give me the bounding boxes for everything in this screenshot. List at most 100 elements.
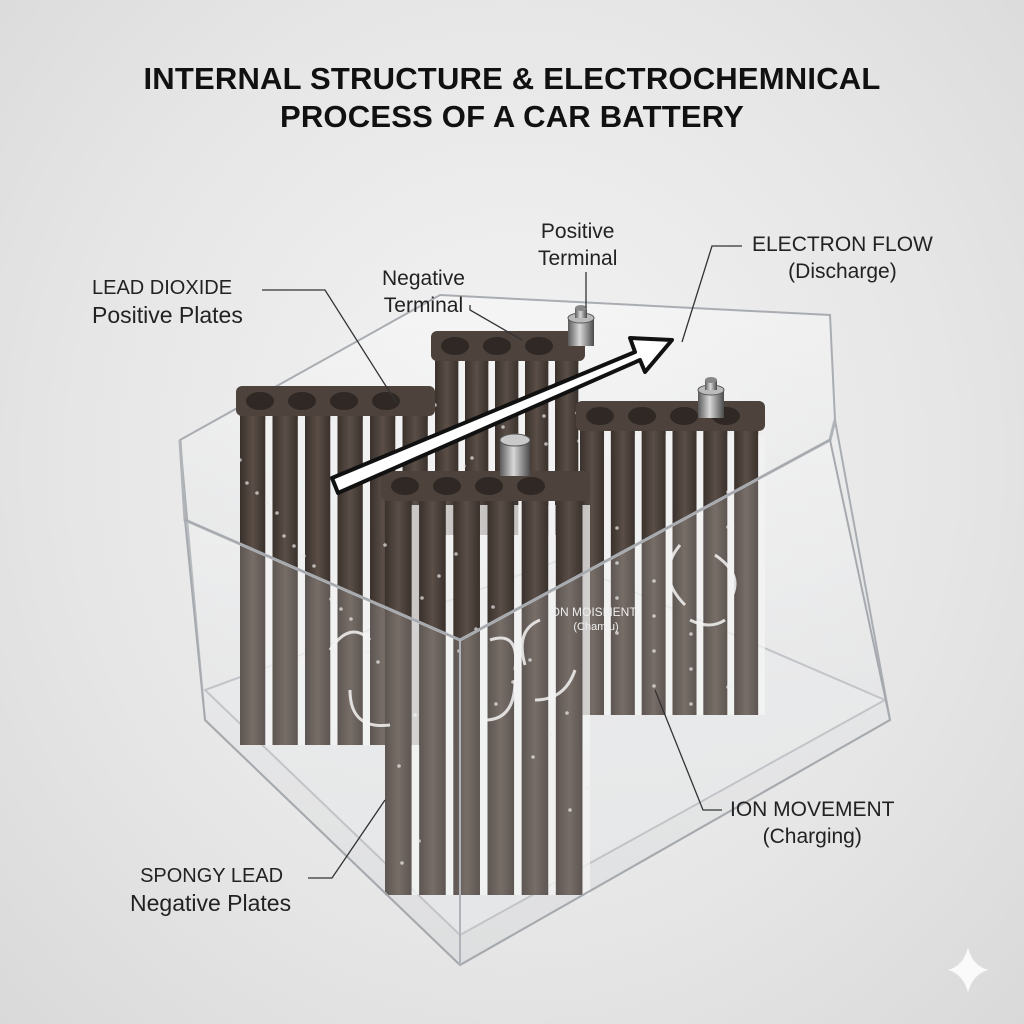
plate-group-front bbox=[381, 471, 590, 895]
plate-hole bbox=[475, 477, 503, 495]
bubble bbox=[397, 764, 401, 768]
bubble bbox=[376, 660, 380, 664]
separator bbox=[696, 435, 704, 715]
leader-electron-flow bbox=[681, 245, 742, 343]
separator bbox=[548, 365, 555, 535]
plate-hole bbox=[441, 337, 469, 355]
separator bbox=[634, 435, 642, 715]
bubble bbox=[501, 425, 505, 429]
plate-hole bbox=[246, 392, 274, 410]
plate-hole bbox=[628, 407, 656, 425]
bubble bbox=[494, 702, 498, 706]
plate-hole bbox=[330, 392, 358, 410]
label-negative-terminal-1: Negative bbox=[382, 267, 465, 290]
bubble bbox=[255, 491, 259, 495]
bubble bbox=[577, 439, 581, 443]
bubble bbox=[282, 534, 286, 538]
bubble bbox=[417, 839, 421, 843]
bubble bbox=[585, 786, 589, 790]
bubble bbox=[437, 574, 441, 578]
title-line-1: INTERNAL STRUCTURE & ELECTROCHEMNICAL bbox=[143, 61, 881, 96]
plate-hole bbox=[483, 337, 511, 355]
separator bbox=[479, 505, 488, 895]
bubble bbox=[615, 631, 619, 635]
leader-lead-dioxide bbox=[262, 289, 397, 403]
bubble bbox=[420, 596, 424, 600]
positive-terminal bbox=[567, 305, 595, 346]
bubble bbox=[689, 667, 693, 671]
bubble bbox=[565, 711, 569, 715]
separator bbox=[727, 435, 735, 715]
bubble bbox=[615, 596, 619, 600]
bubble bbox=[349, 617, 353, 621]
bubble bbox=[275, 511, 279, 515]
inner-ion-label: ION MOISMENT bbox=[547, 605, 637, 619]
label-negative-terminal: Negative Terminal bbox=[382, 265, 465, 319]
negative-terminal bbox=[697, 377, 725, 418]
negative-plate bbox=[487, 491, 515, 895]
bubble bbox=[568, 808, 572, 812]
inner-ion-sublabel: (Chamlu) bbox=[573, 621, 618, 633]
bubble bbox=[400, 861, 404, 865]
positive-plate bbox=[453, 485, 480, 895]
bubble bbox=[542, 414, 546, 418]
label-electron-flow-2: (Discharge) bbox=[788, 260, 897, 283]
diagram-title: INTERNAL STRUCTURE & ELECTROCHEMNICAL PR… bbox=[0, 60, 1024, 136]
separator bbox=[514, 505, 522, 895]
separator bbox=[604, 435, 611, 715]
bubble bbox=[652, 684, 656, 688]
negative-plate bbox=[272, 406, 298, 745]
bubble bbox=[544, 442, 548, 446]
negative-plate bbox=[337, 406, 363, 745]
bubble bbox=[615, 526, 619, 530]
bubble bbox=[245, 481, 249, 485]
plate-hole bbox=[670, 407, 698, 425]
plate-hole bbox=[517, 477, 545, 495]
plate-hole bbox=[288, 392, 316, 410]
leader-spongy-lead bbox=[308, 799, 386, 879]
ion-circulation-arrows bbox=[328, 544, 737, 728]
bubble bbox=[652, 649, 656, 653]
bubble bbox=[531, 755, 535, 759]
bubble bbox=[726, 685, 730, 689]
separator bbox=[458, 365, 465, 535]
separator bbox=[488, 365, 495, 535]
bubble bbox=[726, 525, 730, 529]
bubble bbox=[470, 456, 474, 460]
electron-flow-arrow bbox=[330, 336, 674, 495]
bubble bbox=[383, 543, 387, 547]
leader-ion-movement bbox=[654, 689, 722, 811]
separator bbox=[445, 505, 454, 895]
leader-negative-terminal bbox=[469, 305, 523, 341]
bubble bbox=[302, 554, 306, 558]
positive-plate bbox=[703, 415, 728, 715]
positive-plate bbox=[305, 400, 331, 745]
bubble bbox=[292, 544, 296, 548]
positive-plate bbox=[521, 485, 549, 895]
plate-hole bbox=[391, 477, 419, 495]
bubble bbox=[615, 561, 619, 565]
plate-hole bbox=[525, 337, 553, 355]
label-lead-dioxide: LEAD DIOXIDE Positive Plates bbox=[92, 275, 243, 329]
bubble bbox=[548, 733, 552, 737]
bubble bbox=[265, 501, 269, 505]
label-ion-movement-2: (Charging) bbox=[762, 825, 862, 848]
plate-hole bbox=[586, 407, 614, 425]
bubble bbox=[689, 702, 693, 706]
label-ion-movement: ION MOVEMENT (Charging) bbox=[730, 796, 895, 850]
label-spongy-lead: SPONGY LEAD Negative Plates bbox=[130, 863, 291, 917]
label-positive-terminal: Positive Terminal bbox=[538, 218, 617, 272]
label-positive-terminal-2: Terminal bbox=[538, 247, 618, 270]
bubble bbox=[329, 597, 333, 601]
bubble bbox=[366, 650, 370, 654]
bubble bbox=[528, 658, 532, 662]
leader-lines bbox=[262, 245, 742, 879]
bubble bbox=[652, 614, 656, 618]
bubble bbox=[462, 464, 466, 468]
label-spongy-lead-sub: Negative Plates bbox=[130, 890, 292, 916]
label-ion-movement-1: ION MOVEMENT bbox=[730, 798, 895, 821]
separator bbox=[330, 420, 338, 745]
center-terminal bbox=[499, 433, 531, 476]
separator bbox=[548, 505, 556, 895]
bubble bbox=[726, 490, 730, 494]
